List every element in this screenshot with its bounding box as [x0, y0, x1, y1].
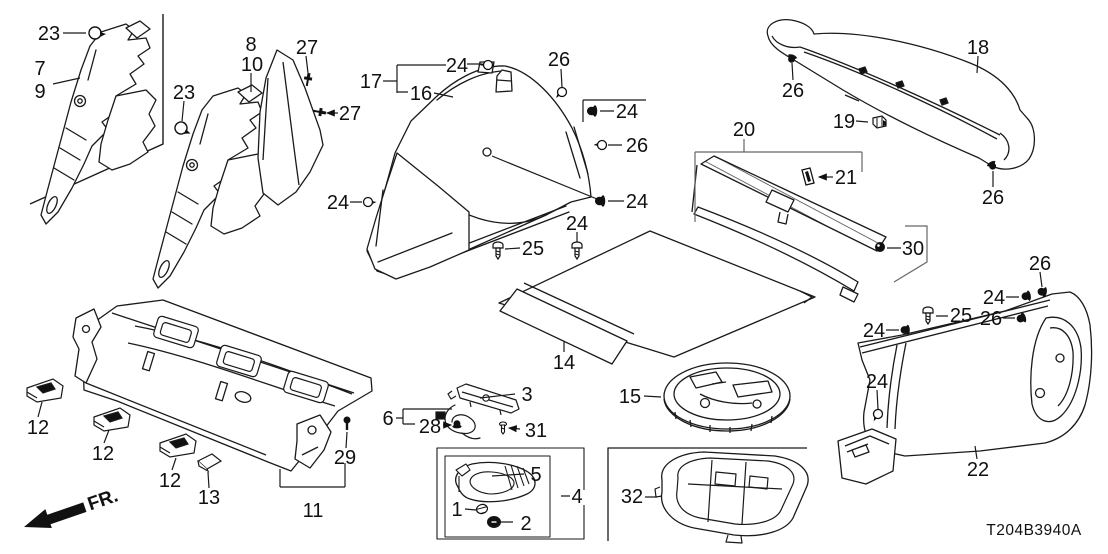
part-callout-32: 32: [621, 486, 643, 508]
fr-direction-indicator: FR.: [24, 485, 121, 528]
clip-23-icon: [172, 119, 195, 139]
part-callout-28: 28: [419, 416, 441, 438]
part-13-cap: [196, 453, 223, 473]
part-callout-31: 31: [525, 420, 547, 442]
part-callout-10: 10: [241, 54, 263, 76]
part-callout-26: 26: [548, 49, 570, 71]
part-4-5-handle-assembly-box: [436, 447, 585, 540]
part-callout-29: 29: [334, 447, 356, 469]
part-callout-24: 24: [983, 287, 1005, 309]
part-callout-26: 26: [626, 135, 648, 157]
part-12-anchor-cover: [93, 407, 131, 432]
part-callout-2: 2: [520, 513, 531, 535]
part-callout-15: 15: [619, 386, 641, 408]
part-callout-3: 3: [521, 384, 532, 406]
part-callout-6: 6: [382, 408, 393, 430]
part-18-trunk-lid-lining: [766, 19, 1036, 170]
part-16-17-trunk-side-lining-left: [366, 61, 592, 280]
part-callout-26: 26: [1029, 253, 1051, 275]
part-22-trunk-side-lining-right: [837, 291, 1093, 485]
part-callout-30: 30: [902, 238, 924, 260]
part-callout-24: 24: [566, 213, 588, 235]
part-callout-17: 17: [360, 71, 382, 93]
fr-arrow-icon: [24, 502, 87, 528]
part-7-9-trunk-side-bracket-left: [40, 20, 157, 225]
part-14-trunk-floor-mat: [498, 230, 816, 365]
clip-26-icon: [592, 139, 608, 151]
arrow-leader-lines: [325, 109, 833, 433]
part-callout-26: 26: [782, 80, 804, 102]
screw-31-icon: [498, 421, 508, 435]
part-callout-24: 24: [446, 55, 468, 77]
part-callout-27: 27: [296, 37, 318, 59]
part-callout-23: 23: [38, 23, 60, 45]
part-6-28-wire-harness: [435, 404, 481, 440]
clip-mark-icon: [895, 80, 905, 89]
bracket-lines-part20-30: [694, 139, 928, 283]
screw-25-icon: [492, 241, 504, 260]
clip-24-icon: [595, 195, 606, 207]
part-callout-25: 25: [522, 238, 544, 260]
part-3-trunk-garnish: [447, 383, 520, 416]
part-callout-24: 24: [866, 371, 888, 393]
part-callout-8: 8: [245, 34, 256, 56]
part-callout-19: 19: [833, 111, 855, 133]
leader-lines: [37, 32, 1043, 523]
screw-24-icon: [571, 241, 583, 260]
part-callout-12: 12: [159, 470, 181, 492]
part-callout-26: 26: [980, 308, 1002, 330]
part-callout-20: 20: [733, 119, 755, 141]
part-15-spare-tire-spacer-tray: [663, 362, 791, 433]
part-12-anchor-cover: [159, 433, 197, 458]
part-callout-26: 26: [982, 187, 1004, 209]
clip-24-icon: [900, 324, 910, 336]
part-callout-13: 13: [198, 487, 220, 509]
part-callout-18: 18: [967, 37, 989, 59]
part-callout-7: 7: [34, 58, 45, 80]
clip-29-icon: [343, 416, 351, 430]
part-callout-24: 24: [626, 191, 648, 213]
clip-mark-icon: [858, 66, 868, 75]
part-callout-25: 25: [950, 305, 972, 327]
part-callout-11: 11: [303, 500, 324, 522]
part-callout-16: 16: [410, 83, 432, 105]
part-callout-4: 4: [571, 486, 582, 508]
part-callout-5: 5: [530, 464, 541, 486]
part-callout-24: 24: [863, 320, 885, 342]
part-callout-12: 12: [27, 417, 49, 439]
clip-19-icon: [872, 115, 887, 129]
part-callout-24: 24: [616, 101, 638, 123]
clip-28-icon: [452, 420, 462, 429]
clip-24-icon: [362, 196, 378, 208]
fastener-30-icon: [875, 242, 885, 252]
screw-25-icon: [922, 306, 934, 325]
part-8-10-trunk-side-bracket-right: [152, 49, 324, 289]
part-callout-9: 9: [34, 81, 45, 103]
clip-21-icon: [801, 167, 815, 186]
part-callout-24: 24: [327, 192, 349, 214]
part-callout-23: 23: [173, 82, 195, 104]
part-1-bulb-icon: [474, 502, 490, 516]
part-11-rear-tray: [72, 299, 373, 472]
diagram-code: T204B3940A: [986, 522, 1082, 539]
part-callout-27: 27: [339, 103, 361, 125]
clip-24-icon: [587, 105, 598, 117]
part-callout-22: 22: [967, 459, 989, 481]
fr-label: FR.: [85, 485, 121, 515]
clip-26-icon: [552, 84, 570, 102]
part-callout-12: 12: [92, 443, 114, 465]
clip-mark-icon: [939, 97, 949, 106]
part-32-tool-box: [607, 447, 809, 544]
part-callout-14: 14: [553, 352, 575, 374]
part-12-anchor-cover: [26, 378, 64, 403]
part-callout-21: 21: [835, 167, 857, 189]
screw-27-icon: [302, 72, 313, 87]
part-2-grommet-icon: [486, 515, 502, 529]
part-callout-1: 1: [451, 499, 462, 521]
clip-24-icon: [1020, 290, 1032, 303]
part-20-rear-panel-lining: [691, 155, 887, 303]
